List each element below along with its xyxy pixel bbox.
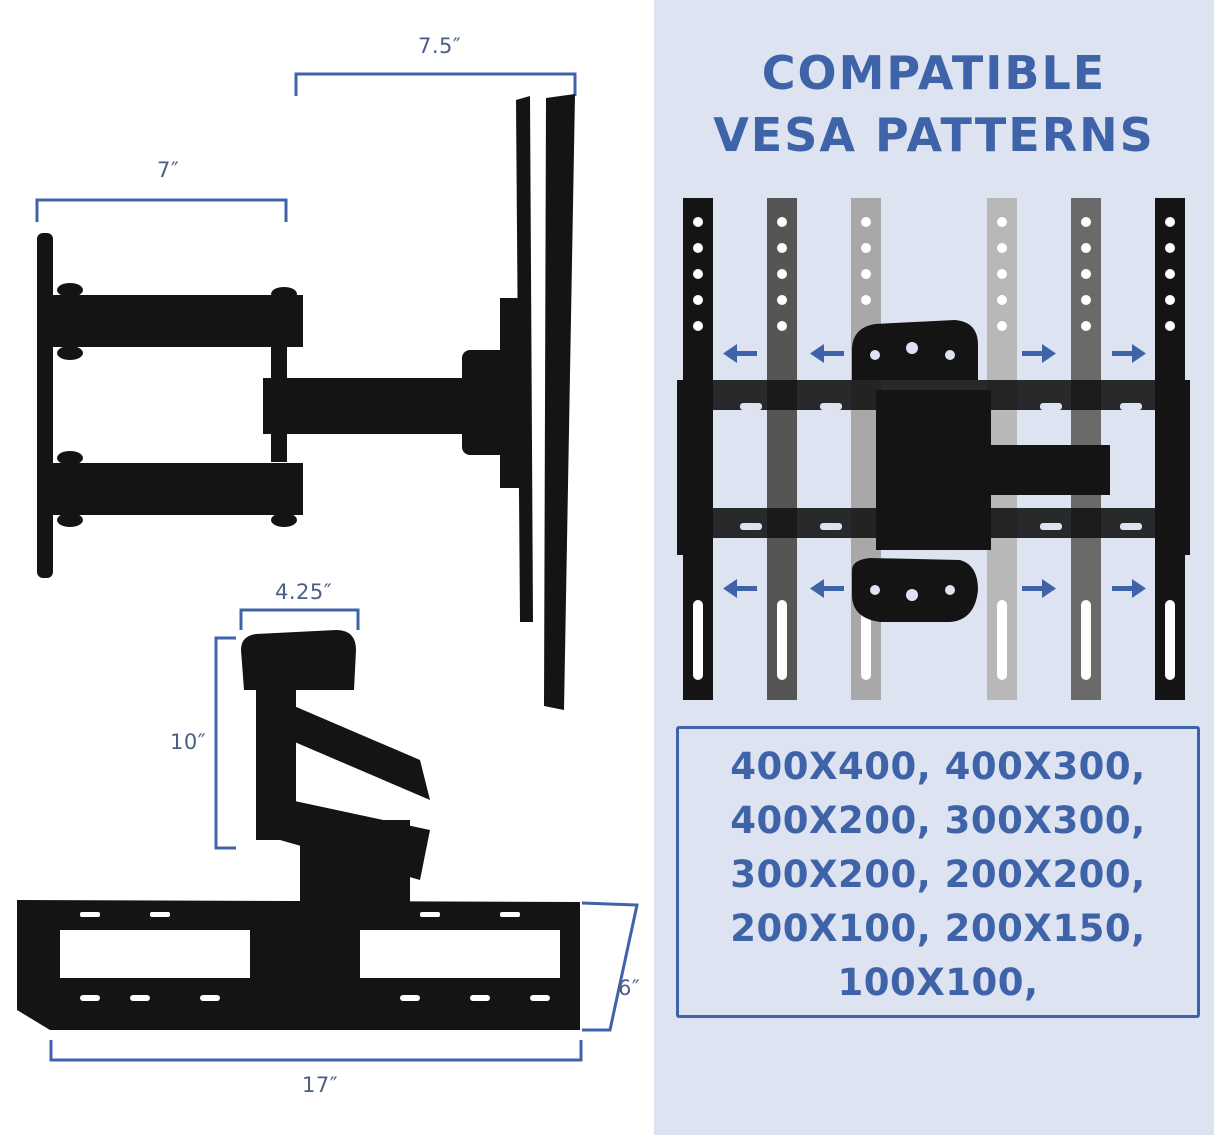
vesa-pattern-line: 400X200, 300X300,	[730, 799, 1146, 842]
arm-depth-dimension-line	[294, 72, 577, 96]
vesa-heading-line2: VESA PATTERNS	[713, 108, 1155, 162]
wall-plate-dimension-line	[35, 198, 288, 222]
arrow-right-icon	[1022, 344, 1056, 363]
arm-depth-label: 7.5″	[418, 34, 462, 58]
arrow-right-icon	[1022, 579, 1056, 598]
dimension-lines	[35, 72, 639, 1062]
vesa-pattern-line: 400X400, 400X300,	[730, 745, 1146, 788]
vesa-pattern-line: 200X100, 200X150,	[730, 907, 1146, 950]
arrows	[723, 344, 1146, 598]
wall-plate-depth-label: 7″	[157, 158, 180, 182]
arrow-right-icon	[1112, 344, 1146, 363]
mount-top-view-cutouts	[60, 912, 560, 1001]
mount-slots	[740, 342, 1142, 601]
arrow-right-icon	[1112, 579, 1146, 598]
plate-height-label: 10″	[170, 730, 207, 754]
plate-width-dimension-line	[239, 608, 360, 630]
vesa-patterns-box: 400X400, 400X300, 400X200, 300X300, 300X…	[676, 726, 1200, 1018]
bracket-width-label: 17″	[302, 1073, 339, 1097]
rail-holes	[693, 217, 1175, 680]
plate-height-dimension-line	[214, 636, 236, 850]
vesa-pattern-line: 100X100,	[837, 961, 1039, 1004]
mount-side-view	[37, 94, 575, 710]
vesa-heading-line1: COMPATIBLE	[761, 46, 1107, 100]
vesa-pattern-line: 300X200, 200X200,	[730, 853, 1146, 896]
arrow-left-icon	[723, 344, 757, 363]
vesa-center-mount	[677, 320, 1190, 622]
arrow-left-icon	[810, 579, 844, 598]
plate-width-label: 4.25″	[275, 580, 333, 604]
bracket-width-dimension-line	[49, 1040, 583, 1062]
bracket-height-label: 6″	[618, 976, 641, 1000]
arrow-left-icon	[810, 344, 844, 363]
arrow-left-icon	[723, 579, 757, 598]
bracket-height-dimension-line	[581, 901, 639, 1032]
